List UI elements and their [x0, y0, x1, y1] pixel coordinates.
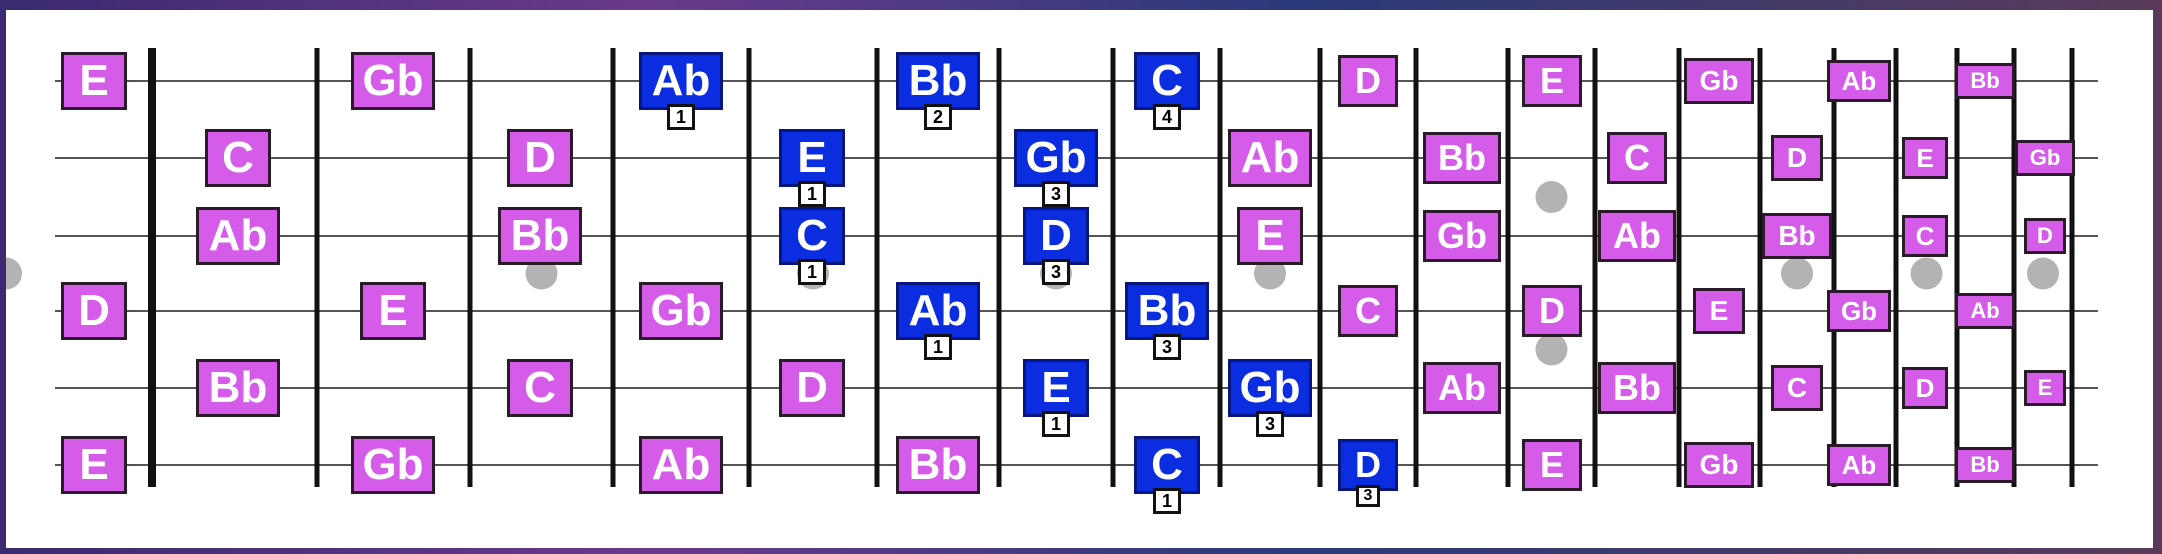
- note-gb-string4-fret16: Gb: [1827, 290, 1891, 332]
- note-bb-string5-fret1: Bb: [196, 359, 280, 417]
- note-d-string1-fret10: D: [1338, 55, 1398, 107]
- finger-number: 2: [924, 104, 952, 130]
- note-bb-string5-fret13: Bb: [1598, 362, 1676, 414]
- finger-number: 1: [798, 181, 826, 207]
- note-d-string4-fret0: D: [61, 282, 127, 340]
- note-ab-string6-fret16: Ab: [1827, 444, 1891, 486]
- note-bb-string4-fret8: Bb: [1125, 282, 1209, 340]
- note-ab-string5-fret11: Ab: [1423, 362, 1501, 414]
- note-ab-string1-fret4: Ab: [639, 52, 723, 110]
- note-bb-string6-fret6: Bb: [896, 436, 980, 494]
- note-e-string5-fret7: E: [1023, 359, 1089, 417]
- note-bb-string2-fret11: Bb: [1423, 132, 1501, 184]
- note-e-string2-fret17: E: [1902, 137, 1948, 179]
- note-ab-string4-fret18: Ab: [1955, 293, 2015, 329]
- inlay-dot-fret-19: [2027, 257, 2059, 290]
- inlay-dot-fret-12: [1535, 181, 1568, 213]
- finger-number: 1: [798, 259, 826, 285]
- finger-number: 3: [1042, 259, 1070, 285]
- note-c-string5-fret15: C: [1771, 365, 1823, 411]
- note-c-string3-fret17: C: [1902, 215, 1948, 257]
- note-c-string3-fret5: C: [779, 207, 845, 265]
- note-bb-string1-fret6: Bb: [896, 52, 980, 110]
- inlay-dot-fret-17: [1910, 257, 1943, 290]
- note-gb-string1-fret14: Gb: [1684, 58, 1754, 104]
- note-d-string6-fret10: D: [1338, 439, 1398, 491]
- note-e-string6-fret0: E: [61, 436, 127, 494]
- note-c-string6-fret8: C: [1134, 436, 1200, 494]
- inlay-dot-fret-21: [6, 257, 22, 290]
- note-c-string2-fret1: C: [205, 129, 271, 187]
- note-ab-string4-fret6: Ab: [896, 282, 980, 340]
- note-ab-string3-fret13: Ab: [1598, 210, 1676, 262]
- note-ab-string1-fret16: Ab: [1827, 60, 1891, 102]
- inlay-dot-fret-15: [1781, 257, 1813, 290]
- finger-number: 1: [924, 334, 952, 360]
- note-d-string3-fret7: D: [1023, 207, 1089, 265]
- finger-number: 3: [1153, 334, 1181, 360]
- note-d-string3-fret19: D: [2024, 218, 2066, 254]
- note-gb-string6-fret2: Gb: [351, 436, 435, 494]
- note-gb-string2-fret7: Gb: [1014, 129, 1098, 187]
- note-d-string5-fret5: D: [779, 359, 845, 417]
- note-ab-string2-fret9: Ab: [1228, 129, 1312, 187]
- finger-number: 4: [1153, 104, 1181, 130]
- finger-number: 3: [1042, 181, 1070, 207]
- inlay-dot-fret-3: [525, 257, 558, 290]
- note-gb-string2-fret19: Gb: [2015, 140, 2075, 176]
- note-ab-string3-fret1: Ab: [196, 207, 280, 265]
- note-c-string2-fret13: C: [1607, 132, 1667, 184]
- inlay-dot-fret-9: [1254, 257, 1286, 290]
- note-d-string5-fret17: D: [1902, 367, 1948, 409]
- note-gb-string1-fret2: Gb: [351, 52, 435, 110]
- inlay-dot-fret-12: [1535, 333, 1568, 366]
- note-c-string1-fret8: C: [1134, 52, 1200, 110]
- note-bb-string6-fret18: Bb: [1955, 447, 2015, 483]
- note-bb-string1-fret18: Bb: [1955, 63, 2015, 99]
- note-e-string6-fret12: E: [1522, 439, 1582, 491]
- finger-number: 1: [667, 104, 695, 130]
- note-gb-string3-fret11: Gb: [1423, 210, 1501, 262]
- note-bb-string3-fret3: Bb: [498, 207, 582, 265]
- note-e-string5-fret19: E: [2024, 370, 2066, 406]
- note-d-string2-fret3: D: [507, 129, 573, 187]
- note-c-string5-fret3: C: [507, 359, 573, 417]
- finger-number: 1: [1042, 411, 1070, 437]
- note-d-string2-fret15: D: [1771, 135, 1823, 181]
- note-gb-string5-fret9: Gb: [1228, 359, 1312, 417]
- finger-number: 3: [1356, 485, 1380, 507]
- note-e-string4-fret2: E: [360, 282, 426, 340]
- note-gb-string6-fret14: Gb: [1684, 442, 1754, 488]
- note-d-string4-fret12: D: [1522, 285, 1582, 337]
- note-ab-string6-fret4: Ab: [639, 436, 723, 494]
- note-e-string3-fret9: E: [1237, 207, 1303, 265]
- finger-number: 3: [1256, 411, 1284, 437]
- note-e-string4-fret14: E: [1693, 288, 1745, 334]
- note-e-string1-fret12: E: [1522, 55, 1582, 107]
- note-c-string4-fret10: C: [1338, 285, 1398, 337]
- finger-number: 1: [1153, 488, 1181, 514]
- note-bb-string3-fret15: Bb: [1762, 213, 1832, 259]
- note-e-string1-fret0: E: [61, 52, 127, 110]
- note-e-string2-fret5: E: [779, 129, 845, 187]
- note-gb-string4-fret4: Gb: [639, 282, 723, 340]
